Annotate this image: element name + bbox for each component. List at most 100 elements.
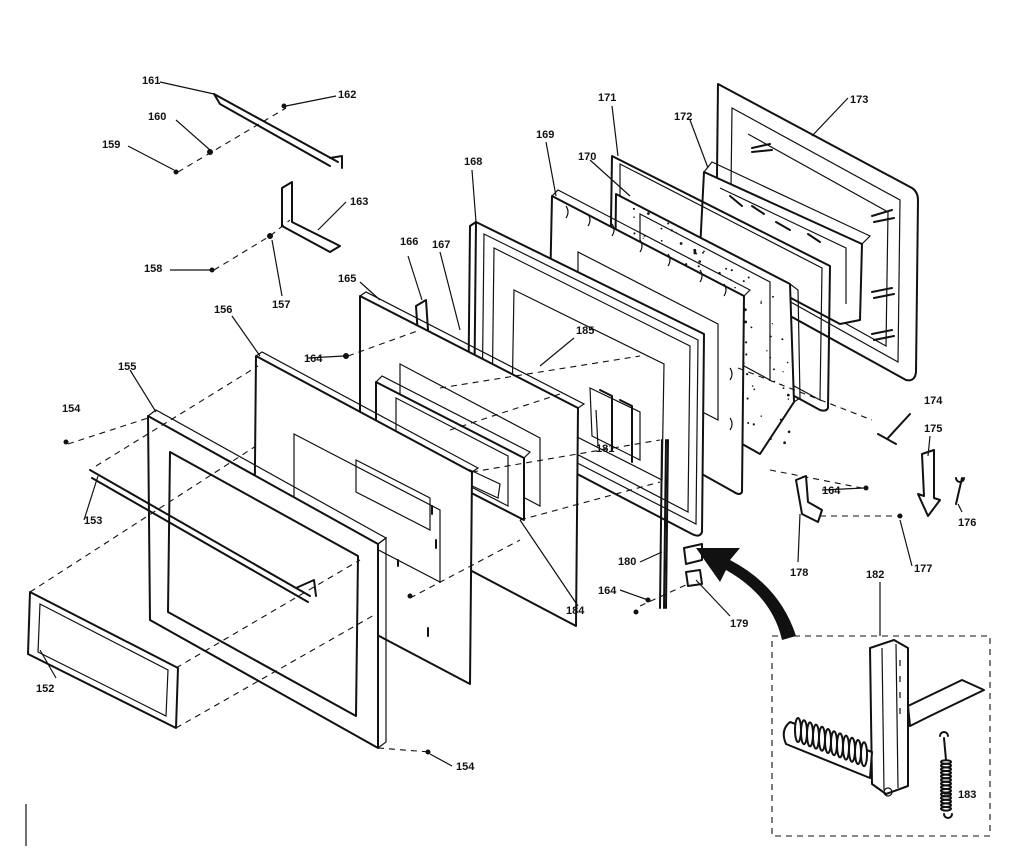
insulation-speckle [770,335,772,338]
label-158: 158 [144,263,162,275]
label-154-top: 154 [62,403,81,415]
insulation-speckle [750,326,753,329]
label-175: 175 [924,423,942,435]
label-154-bottom: 154 [456,761,475,773]
label-177: 177 [914,563,932,575]
insulation-speckle [702,251,704,254]
insulation-speckle [697,265,700,268]
label-176: 176 [958,517,976,529]
label-162: 162 [338,89,356,101]
label-157: 157 [272,299,290,311]
insulation-speckle [772,295,774,298]
part-174-pin [877,413,911,445]
insulation-speckle [787,398,790,400]
insulation-speckle [751,385,754,387]
insulation-speckle [786,361,789,364]
label-168: 168 [464,156,482,168]
label-183: 183 [958,789,976,801]
insulation-speckle [633,216,635,218]
insulation-speckle [703,250,705,253]
insulation-speckle [760,300,762,303]
label-171: 171 [598,92,616,104]
label-165: 165 [338,273,356,285]
insulation-speckle [675,231,677,234]
part-175-latch [917,449,941,517]
insulation-speckle [693,251,697,255]
insulation-speckle [667,222,670,225]
label-181: 181 [596,443,614,455]
insulation-speckle [698,260,702,263]
label-184: 184 [566,605,585,617]
label-169: 169 [536,129,554,141]
insulation-speckle [746,397,749,400]
label-180: 180 [618,556,636,568]
insulation-speckle [769,356,772,359]
insulation-speckle [773,368,775,371]
label-178: 178 [790,567,808,579]
insulation-speckle [660,227,663,230]
insulation-speckle [744,320,748,324]
insulation-speckle [642,237,644,239]
insulation-speckle [782,387,785,389]
insulation-speckle [660,239,663,242]
insulation-speckle [769,438,772,440]
hinge-coil-turn [860,741,868,768]
label-156: 156 [214,304,232,316]
insulation-speckle [725,267,728,270]
part-168-inner-liner [467,221,705,609]
insulation-speckle [781,338,784,341]
detail-callout-arrow [696,548,796,640]
label-170: 170 [578,151,596,163]
insulation-speckle [632,207,635,210]
assembly-lines [29,107,900,753]
insulation-speckle [783,441,786,445]
spring-coil-turn [940,806,952,812]
insulation-speckle [786,393,790,397]
label-179: 179 [730,618,748,630]
insulation-speckle [746,373,749,376]
label-182: 182 [866,569,884,581]
insulation-speckle [693,248,697,252]
insulation-speckle [745,353,748,356]
insulation-speckle [753,388,756,391]
insulation-speckle [742,280,745,283]
insulation-speckle [647,212,650,215]
part-180-rod [659,439,703,609]
insulation-speckle [730,269,733,272]
label-172: 172 [674,111,692,123]
insulation-speckle [782,371,784,373]
insulation-speckle [760,415,762,417]
label-155: 155 [118,361,136,373]
insulation-speckle [670,229,673,232]
insulation-speckle [747,276,750,279]
insulation-speckle [745,341,748,344]
label-161: 161 [142,75,160,87]
insulation-speckle [752,423,755,426]
label-185: 185 [576,325,594,337]
label-160: 160 [148,111,166,123]
part-153-support-rod [89,469,317,603]
leader-lines [39,81,963,795]
insulation-speckle [679,242,683,245]
label-166: 166 [400,236,418,248]
label-173: 173 [850,94,868,106]
label-163: 163 [350,196,368,208]
part-176-spring-clip [955,477,965,505]
insulation-speckle [771,322,774,325]
detail-182-hinge-inset [771,635,991,837]
label-164-bottom: 164 [598,585,617,597]
label-153: 153 [84,515,102,527]
insulation-speckle [747,422,750,424]
label-174: 174 [924,395,943,407]
label-164-left: 164 [304,353,323,365]
insulation-speckle [787,430,791,434]
insulation-speckle [766,350,768,352]
insulation-speckle [633,232,636,235]
insulation-speckle [779,418,782,421]
insulation-speckle [734,286,736,289]
part-178-hinge-bracket [795,475,823,523]
label-167: 167 [432,239,450,251]
label-159: 159 [102,139,120,151]
part-161-top-rail [213,93,343,169]
